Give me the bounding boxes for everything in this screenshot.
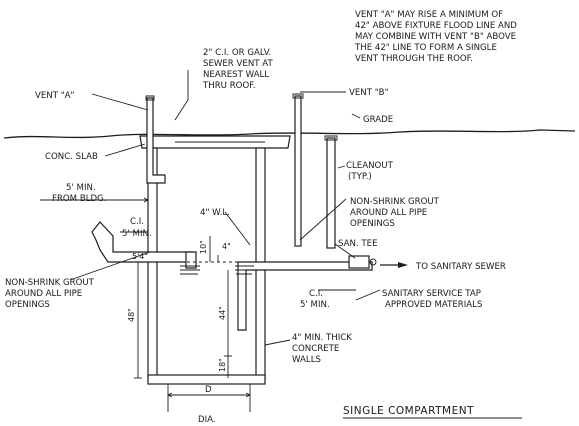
dim-18: 18" bbox=[218, 358, 227, 372]
sewer-vent-3: NEAREST WALL bbox=[203, 70, 269, 80]
dim-48: 48" bbox=[127, 308, 136, 322]
cleanout-label-1: CLEANOUT bbox=[346, 161, 394, 171]
concrete-walls-2: CONCRETE bbox=[292, 344, 339, 354]
dim-4: 4" bbox=[222, 242, 231, 251]
concrete-walls-1: 4" MIN. THICK bbox=[292, 333, 352, 343]
grout-right-2: AROUND ALL PIPE bbox=[350, 208, 427, 218]
cleanout-pipe bbox=[326, 137, 336, 249]
grout-left-1: NON-SHRINK GROUT bbox=[5, 278, 95, 288]
vent-note-3: MAY COMBINE WITH VENT "B" ABOVE bbox=[355, 32, 516, 42]
vent-a-label: VENT "A" bbox=[35, 91, 75, 101]
wl-label: 4" W.L. bbox=[200, 208, 230, 218]
sewer-vent-1: 2" C.I. OR GALV. bbox=[203, 48, 271, 58]
san-tee-label: SAN. TEE bbox=[338, 239, 378, 249]
sewer-vent-2: SEWER VENT AT bbox=[203, 59, 273, 69]
from-bldg-2: FROM BLDG. bbox=[52, 194, 107, 204]
grout-left-2: AROUND ALL PIPE bbox=[5, 289, 82, 299]
dim-54: 5'4" bbox=[132, 252, 148, 261]
ci-min-right-2: 5' MIN. bbox=[300, 300, 330, 310]
grout-left-3: OPENINGS bbox=[5, 300, 50, 310]
cleanout-label-2: (TYP.) bbox=[348, 172, 372, 182]
dim-d: D bbox=[205, 385, 212, 395]
service-tap-2: APPROVED MATERIALS bbox=[385, 300, 482, 310]
vent-b-pipe bbox=[294, 95, 302, 247]
to-sewer-label: TO SANITARY SEWER bbox=[415, 262, 506, 272]
tank-bottom bbox=[147, 374, 266, 385]
dim-10: 10" bbox=[199, 240, 208, 254]
ci-min-left-1: C.I. bbox=[130, 217, 144, 227]
vent-note-5: VENT THROUGH THE ROOF. bbox=[355, 54, 473, 64]
sewer-vent-4: THRU ROOF. bbox=[202, 81, 256, 91]
vent-note-1: VENT "A" MAY RISE A MINIMUM OF bbox=[355, 10, 503, 20]
conc-slab-label: CONC. SLAB bbox=[45, 152, 98, 162]
dim-dia: DIA. bbox=[198, 415, 216, 425]
dim-44: 44" bbox=[218, 306, 227, 320]
service-tap-1: SANITARY SERVICE TAP bbox=[382, 289, 481, 299]
grout-right-1: NON-SHRINK GROUT bbox=[350, 197, 440, 207]
grade-label: GRADE bbox=[363, 115, 393, 125]
grade-line bbox=[3, 129, 576, 139]
ci-min-left-2: 5' MIN. bbox=[122, 229, 152, 239]
vent-b-label: VENT "B" bbox=[349, 88, 389, 98]
grout-right-3: OPENINGS bbox=[350, 219, 395, 229]
concrete-walls-3: WALLS bbox=[292, 355, 321, 365]
san-tee bbox=[348, 255, 370, 269]
vent-note-4: THE 42" LINE TO FORM A SINGLE bbox=[354, 43, 497, 53]
from-bldg-1: 5' MIN. bbox=[66, 183, 96, 193]
vent-note-2: 42" ABOVE FIXTURE FLOOD LINE AND bbox=[355, 21, 517, 31]
ci-min-right-1: C.I. bbox=[309, 289, 323, 299]
inlet-drop bbox=[185, 251, 197, 269]
vent-a-pipe bbox=[146, 97, 166, 184]
flow-arrow bbox=[398, 262, 408, 268]
diagram-title: SINGLE COMPARTMENT bbox=[343, 405, 474, 417]
